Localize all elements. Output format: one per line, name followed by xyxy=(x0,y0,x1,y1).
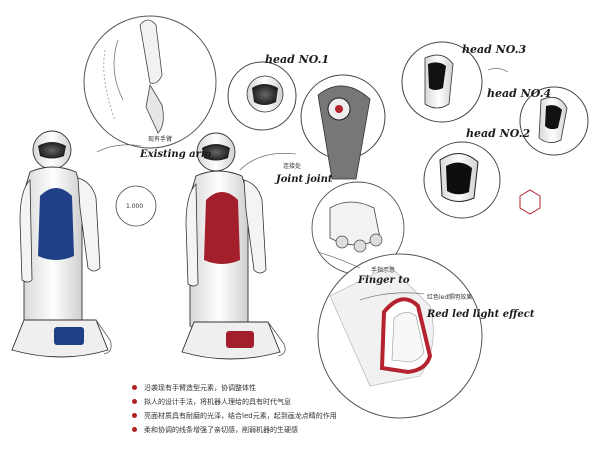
label-head-no3: head NO.3 xyxy=(462,43,526,56)
label-head-no1: head NO.1 xyxy=(265,53,329,66)
led-detail-circle xyxy=(317,253,483,419)
label-finger-en: Finger to xyxy=(357,275,410,286)
robot-blue-version xyxy=(11,130,112,358)
label-head-no2: head NO.2 xyxy=(466,127,530,140)
design-notes-list: 沿袭现有手臂造型元素，协调整体性 拟人的设计手法，将机器人理给的具有时代气息 亮… xyxy=(132,381,337,437)
label-dial-value: 1.000 xyxy=(126,203,143,210)
head-no4-circle xyxy=(519,86,589,156)
design-note: 柔和协调的线条增强了亲切感，削弱机器的生硬感 xyxy=(132,423,337,437)
robot-red-version xyxy=(181,132,286,360)
label-existing-arm-en: Existing arm xyxy=(139,149,212,160)
joint-detail-circle xyxy=(300,74,386,180)
annotation-leaders xyxy=(96,68,509,301)
label-joint-cn: 连接处 xyxy=(283,162,301,170)
head-no3-circle xyxy=(401,41,483,123)
dial-circle xyxy=(115,185,157,227)
head-no1-circle xyxy=(227,61,297,131)
design-note: 亮面材质具有耐磨的光泽，结合led元素，起到画龙点睛的作用 xyxy=(132,409,337,423)
label-head-no4: head NO.4 xyxy=(487,87,551,100)
finger-detail-circle xyxy=(311,181,405,275)
arm-detail-circle xyxy=(83,15,217,149)
label-finger-cn: 手指示意 xyxy=(371,266,395,274)
head-no2-circle xyxy=(423,141,541,219)
design-note: 拟人的设计手法，将机器人理给的具有时代气息 xyxy=(132,395,337,409)
label-joint-en: Joint joint xyxy=(274,174,333,185)
label-led-cn: 红色led照明效果 xyxy=(427,293,472,301)
label-existing-arm-cn: 现有手臂 xyxy=(148,135,172,143)
label-led-en: Red led light effect xyxy=(426,309,535,320)
design-note: 沿袭现有手臂造型元素，协调整体性 xyxy=(132,381,337,395)
